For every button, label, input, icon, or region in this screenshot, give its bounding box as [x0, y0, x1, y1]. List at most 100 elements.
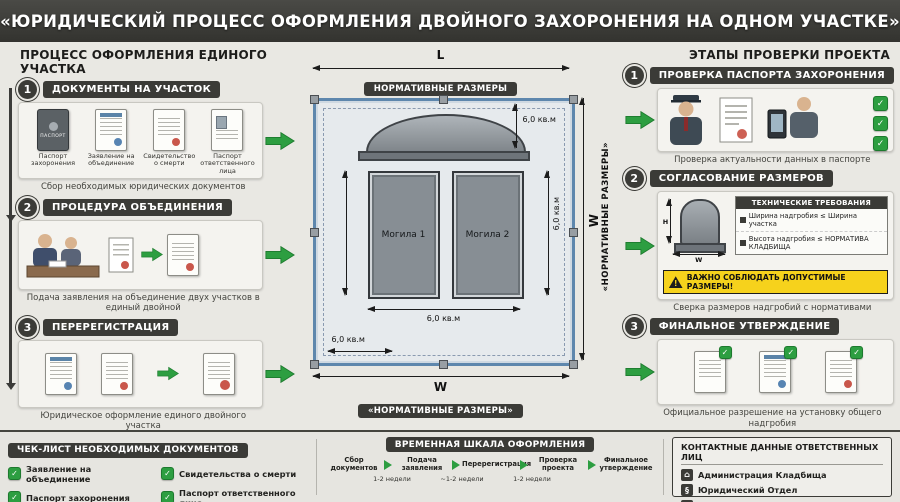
tombstone-icon [679, 199, 720, 246]
step-caption: Юридическое оформление единого двойного … [40, 410, 247, 432]
checklist-item: ✓Паспорт ответственного лица [161, 488, 308, 502]
check-icon: ✓ [8, 467, 21, 480]
stamped-document-icon [167, 233, 199, 276]
requirement-height: Высота надгробия ≤ НОРМАТИВА КЛАДБИЩА [748, 235, 869, 252]
check-icon: ✓ [718, 346, 732, 360]
id-passport-icon [211, 109, 244, 151]
dim-w-label: W [695, 256, 703, 265]
inner-dashed-border [322, 108, 565, 356]
arrow-right-icon [264, 364, 295, 384]
step-caption: Сбор необходимых юридических документов [40, 182, 246, 193]
legal-dept-icon: § [681, 484, 693, 496]
document-card: Заявление на объединение [82, 109, 140, 168]
step-size-approval: 2 СОГЛАСОВАНИЕ РАЗМЕРОВ H [624, 169, 894, 314]
step-final-approval: 3 ФИНАЛЬНОЕ УТВЕРЖДЕНИЕ ✓ ✓ [624, 317, 894, 429]
step-caption: Сверка размеров надгробий с нормативами [673, 303, 872, 314]
timeline-duration: 1-2 недели [513, 474, 551, 483]
dimension-label-W: W [433, 380, 448, 394]
step-number-badge: 1 [18, 80, 37, 99]
passport-check-box: ✓ ✓ ✓ [656, 88, 894, 152]
right-panel-title: ЭТАПЫ ПРОВЕРКИ ПРОЕКТА [688, 48, 890, 62]
dimension-line-bottom [311, 372, 570, 379]
headstone-base [357, 151, 530, 161]
check-icon: ✓ [873, 96, 888, 111]
grave-2: Могила 2 [451, 171, 524, 299]
check-icon: ✓ [8, 491, 21, 502]
warning-banner: ! ВАЖНО СОБЛЮДАТЬ ДОПУСТИМЫЕ РАЗМЕРЫ! [662, 270, 888, 295]
timeline-stage: Перерегистрация [462, 459, 532, 468]
plot-diagram: L НОРМАТИВНЫЕ РАЗМЕРЫ Могила 1 Могила 2 [295, 46, 625, 430]
timeline-arrow-icon [588, 459, 596, 470]
contacts-section: КОНТАКТНЫЕ ДАННЫЕ ОТВЕТСТВЕННЫХ ЛИЦ ⌂Адм… [672, 437, 892, 502]
step-merge-procedure: 2 ПРОЦЕДУРА ОБЪЕДИНЕНИЯ [18, 197, 295, 313]
check-icon: ✓ [161, 491, 174, 502]
step-caption: Проверка актуальности данных в паспорте [674, 155, 871, 165]
tech-title: ТЕХНИЧЕСКИЕ ТРЕБОВАНИЯ [735, 197, 887, 210]
timeline-stage: Сбор документов [330, 456, 378, 472]
step-number-badge: 3 [624, 317, 644, 337]
arrow-right-icon [157, 367, 180, 381]
document-card: Паспорт ответственного лица [198, 109, 256, 175]
tombstone-base [673, 243, 726, 254]
dimension-line-graves-width [366, 305, 521, 312]
checklist-item: ✓Заявление на объединение [8, 464, 155, 484]
arrow-right-icon [264, 131, 295, 150]
arrow-right-icon [625, 363, 655, 382]
document-icon [101, 352, 134, 395]
contact-item: ⌂Администрация Кладбища [681, 468, 883, 481]
step-title-badge: ПРОЦЕДУРА ОБЪЕДИНЕНИЯ [43, 198, 233, 216]
fence-post [568, 360, 578, 369]
step-title-badge: ФИНАЛЬНОЕ УТВЕРЖДЕНИЕ [649, 318, 840, 336]
fence-post [309, 360, 319, 369]
step-documents: 1 ДОКУМЕНТЫ НА УЧАСТОК ПАСПОРТ Паспорт з… [18, 80, 295, 193]
warning-icon: ! [668, 276, 683, 289]
arrow-right-icon [264, 245, 295, 264]
document-label: Заявление на объединение [87, 152, 135, 168]
area-label-right: 6,0 кв.м [551, 197, 561, 231]
grave-1-label: Могила 1 [381, 230, 426, 240]
reregistration-box [18, 339, 263, 408]
document-label: Паспорт захоронения [31, 152, 75, 168]
timeline-stage: Финальное утверждение [599, 456, 653, 472]
technical-requirements-box: ТЕХНИЧЕСКИЕ ТРЕБОВАНИЯ Ширина надгробия … [734, 196, 888, 256]
header-bar: «ЮРИДИЧЕСКИЙ ПРОЦЕСС ОФОРМЛЕНИЯ ДВОЙНОГО… [0, 0, 900, 42]
timeline-arrow-icon [384, 459, 392, 470]
area-label-top: 6,0 кв.м [522, 115, 556, 124]
check-list-column: ✓ ✓ ✓ [873, 96, 888, 151]
merge-illustration-box [18, 219, 263, 290]
dimension-line-top [311, 64, 570, 71]
dimension-line-bottom-left [326, 347, 393, 354]
tombstone-figure: H W [663, 196, 733, 266]
timeline-arrow-icon [520, 459, 528, 470]
dimension-line-headstone [512, 103, 518, 149]
grave-2-label: Могила 2 [465, 230, 510, 240]
contacts-title: КОНТАКТНЫЕ ДАННЫЕ ОТВЕТСТВЕННЫХ ЛИЦ [681, 442, 883, 465]
area-label-bottom-left: 6,0 кв.м [331, 335, 365, 344]
fence-post [568, 95, 578, 104]
step-title-badge: ПРОВЕРКА ПАСПОРТА ЗАХОРОНЕНИЯ [649, 67, 894, 84]
norm-badge-bottom: «НОРМАТИВНЫЕ РАЗМЕРЫ» [357, 404, 524, 418]
warning-text: ВАЖНО СОБЛЮДАТЬ ДОПУСТИМЫЕ РАЗМЕРЫ! [686, 273, 846, 292]
application-doc-icon [95, 109, 128, 151]
fence-post [568, 227, 578, 237]
plot-outline: Могила 1 Могила 2 6,0 кв.м 6,0 кв.м 6,0 … [309, 95, 578, 369]
dim-h-label: H [662, 218, 669, 227]
timeline-title-badge: ВРЕМЕННАЯ ШКАЛА ОФОРМЛЕНИЯ [385, 437, 595, 452]
dimension-line-right-inner [544, 170, 550, 296]
administration-icon: ⌂ [681, 468, 693, 481]
dimension-label-W-right: W [586, 214, 601, 228]
tombstone-width-dim [671, 250, 726, 257]
documents-box: ПАСПОРТ Паспорт захоронения Заявление на… [18, 102, 263, 180]
arrow-right-icon [625, 110, 655, 130]
bullet-icon [739, 217, 746, 224]
timeline-stage: Подача заявления [401, 456, 443, 472]
step-title-badge: ПЕРЕРЕГИСТРАЦИЯ [43, 318, 179, 336]
arrow-right-icon [625, 236, 655, 255]
document-icon [45, 352, 78, 395]
approved-document-icon [759, 351, 792, 394]
main-area: ПРОЦЕСС ОФОРМЛЕНИЯ ЕДИНОГО УЧАСТКА 1 ДОК… [0, 42, 900, 432]
fence-post [439, 95, 448, 104]
document-label: Паспорт ответственного лица [200, 152, 255, 175]
norm-label-right: «НОРМАТИВНЫЕ РАЗМЕРЫ» [600, 142, 611, 292]
check-icon: ✓ [873, 116, 888, 131]
